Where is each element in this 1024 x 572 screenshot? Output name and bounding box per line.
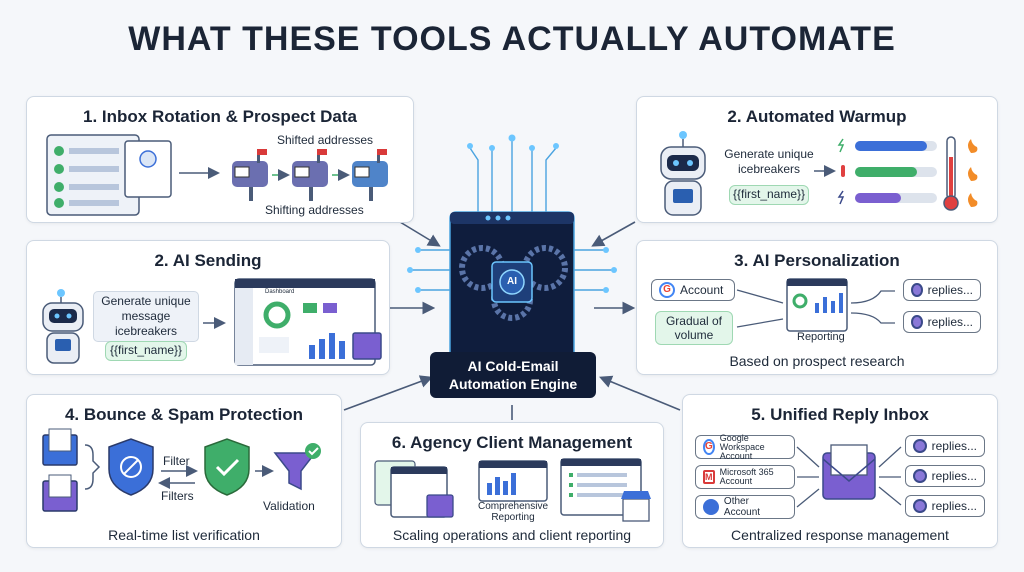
bounce-spam-graphic [42,428,321,512]
validation-label: Validation [263,499,315,513]
panel-bounce-spam: 4. Bounce & Spam Protection Filter Filte… [26,394,342,548]
panel-ai-personalization: 3. AI Personalization G Account Gradual o… [636,240,998,375]
reply-pill-2: replies... [903,311,981,333]
unified-inbox-graphic [796,444,902,508]
google-icon: G [659,282,675,298]
reply-pill-2: replies... [905,465,985,487]
panel-title: 3. AI Personalization [734,251,900,270]
account-label: Google Workspace Account [719,432,765,461]
reply-pill-3: replies... [905,495,985,517]
reporting-label: Reporting [797,331,845,343]
reply-icon [913,439,927,453]
engine-label: AI Cold-Email Automation Engine [430,352,596,398]
panel-ai-sending: 2. AI Sending Generate unique message ic… [26,240,390,375]
account-label: Other Account [723,496,761,518]
sending-text: Generate unique message icebreakers [93,291,199,342]
panel-inbox-rotation: 1. Inbox Rotation & Prospect Data Shifte… [26,96,414,223]
reply-pill-1: replies... [903,279,981,301]
reply-text: replies... [927,283,973,297]
personalization-graphic [736,278,895,332]
inbox-rotation-graphic [46,134,388,216]
filter-label: Filter [163,454,190,468]
engine-chip-label: AI [507,276,517,287]
personalization-caption: Based on prospect research [729,353,905,369]
panel-title: 2. AI Sending [154,251,262,270]
sending-tag: {{first_name}} [105,341,187,361]
ai-sending-graphic [42,278,382,366]
panel-agency-client: 6. Agency Client Management Comprehensiv… [360,422,664,548]
volume-pill: Gradual of volume [655,311,733,345]
panel-title: 4. Bounce & Spam Protection [64,405,304,424]
reply-icon [911,315,923,329]
reply-icon [913,469,927,483]
account-pill: G Account [651,279,735,301]
microsoft-icon: M [703,470,715,484]
shifting-label: Shifting addresses [265,203,364,217]
reply-text: replies... [931,499,977,513]
reply-text: replies... [931,469,977,483]
panel-automated-warmup: 2. Automated Warmup Generate unique iceb… [636,96,998,223]
panel-title: 5. Unified Reply Inbox [751,405,929,424]
shifted-label: Shifted addresses [277,133,374,147]
account-pill-microsoft: M Microsoft 365 Account [695,465,795,489]
filters-label: Filters [161,489,194,503]
reply-text: replies... [931,439,977,453]
agency-report-label: Comprehensive Reporting [477,501,549,523]
google-icon: G [703,439,715,455]
other-account-icon [703,499,719,515]
warmup-graphic [660,131,978,216]
bounce-caption: Real-time list verification [108,527,260,543]
reply-icon [913,499,927,513]
agency-graphic [374,458,651,522]
dashboard-label: Dashboard [265,289,295,295]
account-label: Account [680,283,724,297]
warmup-tag: {{first_name}} [729,185,809,205]
unified-caption: Centralized response management [731,527,949,543]
panel-title: 6. Agency Client Management [391,433,633,452]
panel-title: 2. Automated Warmup [727,107,907,126]
reply-text: replies... [927,315,973,329]
page-title: WHAT THESE TOOLS ACTUALLY AUTOMATE [128,20,896,58]
reply-pill-1: replies... [905,435,985,457]
agency-caption: Scaling operations and client reporting [392,527,632,543]
account-label: Microsoft 365 Account [719,467,774,486]
reply-icon [911,283,923,297]
warmup-text: Generate unique icebreakers [724,147,814,176]
panel-title: 1. Inbox Rotation & Prospect Data [83,107,357,126]
account-pill-other: Other Account [695,495,795,519]
